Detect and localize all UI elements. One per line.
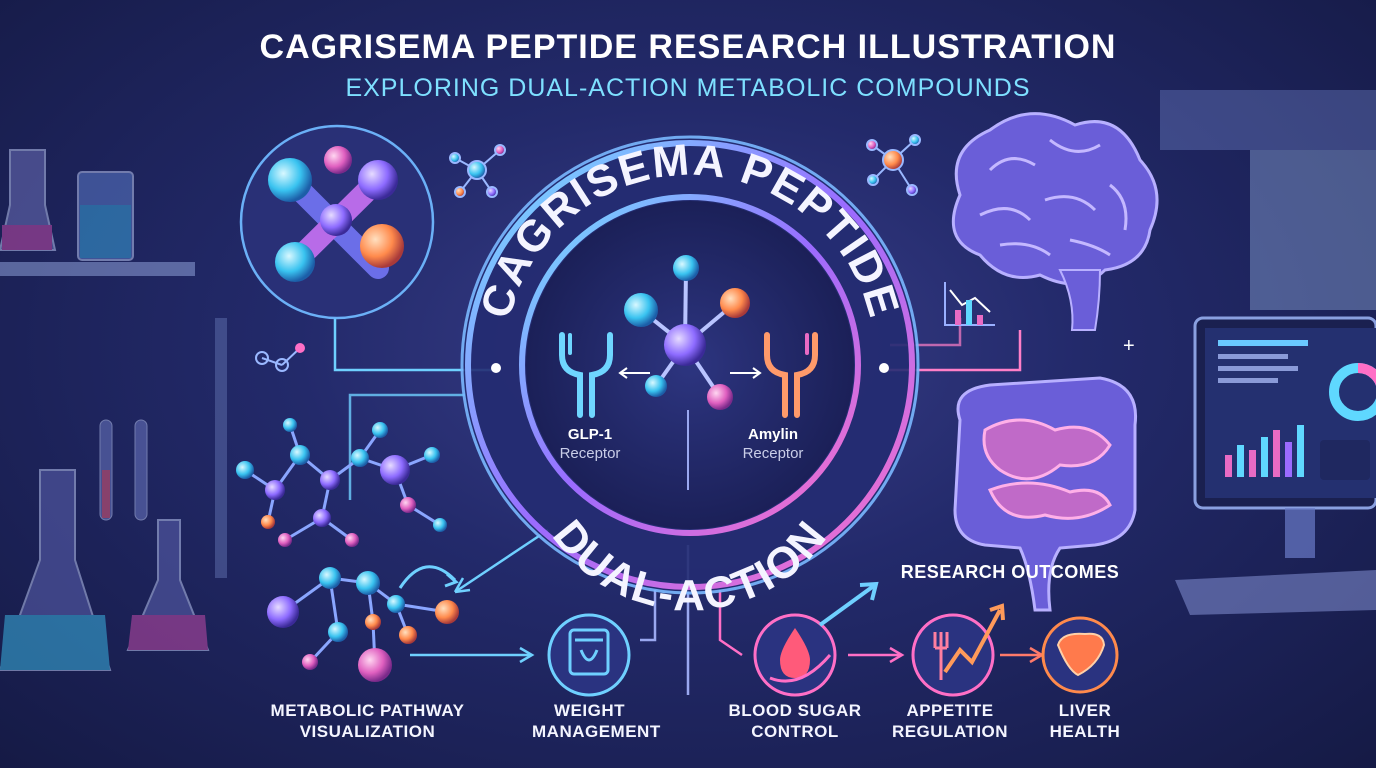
chart-mini-icon xyxy=(944,282,995,326)
binding-arrows xyxy=(618,367,762,490)
amylin-receptor-label: Amylin Receptor xyxy=(718,425,828,463)
lab-background-left xyxy=(0,149,227,671)
weight-management-label: WEIGHT MANAGEMENT xyxy=(532,701,661,741)
connector-lines xyxy=(333,318,1045,695)
small-molecule-icon xyxy=(449,144,506,198)
glp1-receptor-sub: Receptor xyxy=(559,445,621,462)
metabolic-pathway-network-icon xyxy=(267,565,459,682)
research-outcomes-heading: RESEARCH OUTCOMES xyxy=(900,562,1120,582)
cagrisema-molecule-icon xyxy=(624,255,750,410)
lab-background-right: + xyxy=(1123,90,1376,615)
small-molecule-icon xyxy=(866,134,921,196)
outcome-liver-label: LIVER HEALTH xyxy=(1049,701,1121,741)
outcome-blood-sugar-label: BLOOD SUGAR CONTROL xyxy=(728,701,862,741)
outcome-appetite-label: APPETITE REGULATION xyxy=(891,701,1009,741)
peptide-molecule-icon xyxy=(239,124,435,320)
metabolic-pathway-label: METABOLIC PATHWAY VISUALIZATION xyxy=(270,701,465,741)
brain-icon xyxy=(951,112,1159,331)
amylin-receptor-icon xyxy=(764,332,818,418)
liver-icon xyxy=(1041,616,1119,694)
amylin-receptor-name: Amylin xyxy=(747,426,798,443)
small-molecule-icon xyxy=(255,343,305,372)
page-subtitle: EXPLORING DUAL-ACTION METABOLIC COMPOUND… xyxy=(345,74,1031,102)
svg-text:+: + xyxy=(1123,335,1135,357)
glp1-receptor-label: GLP-1 Receptor xyxy=(535,425,645,463)
page-title: CAGRISEMA PEPTIDE RESEARCH ILLUSTRATION xyxy=(259,28,1117,66)
amylin-receptor-sub: Receptor xyxy=(742,445,804,462)
glp1-receptor-icon xyxy=(559,332,613,418)
fork-knife-icon xyxy=(911,603,1005,697)
weight-scale-icon xyxy=(547,613,631,697)
molecular-structure-icon xyxy=(236,418,447,547)
blood-drop-icon xyxy=(753,581,879,697)
glp1-receptor-name: GLP-1 xyxy=(567,426,613,443)
central-ring: CAGRISEMA PEPTIDE DUAL-ACTION xyxy=(460,135,920,620)
intestine-icon xyxy=(953,376,1138,612)
